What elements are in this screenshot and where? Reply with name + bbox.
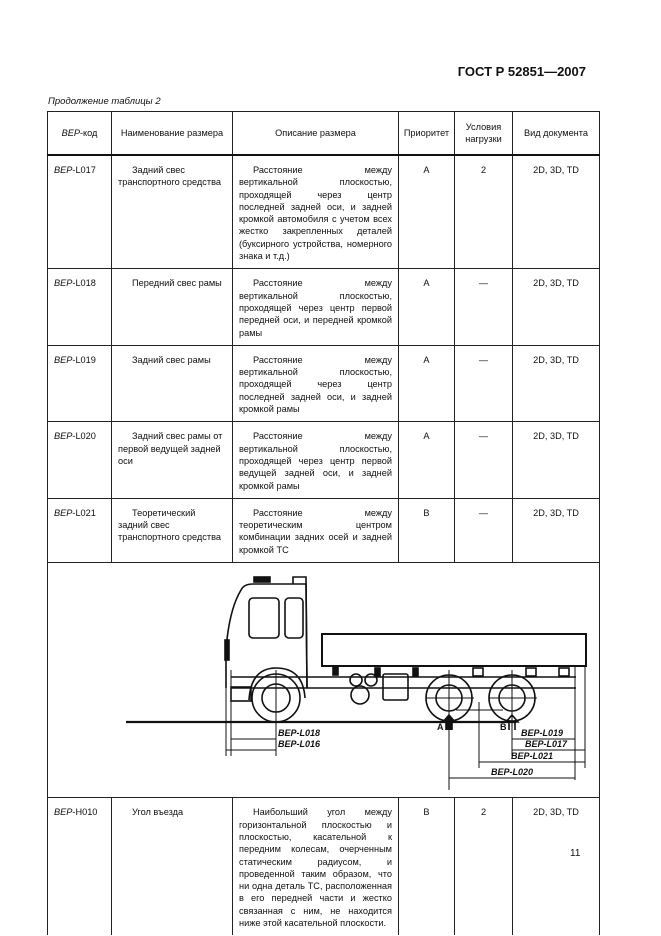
row-code: ВЕР-L021 — [47, 497, 112, 564]
axle-b-arrow — [504, 713, 520, 731]
label-l018: ВЕР-L018 — [278, 728, 320, 738]
table-caption: Продолжение таблицы 2 — [48, 96, 161, 107]
header-desc: Описание размера — [232, 111, 399, 156]
row-doc: 2D, 3D, TD — [512, 497, 600, 564]
header-code: ВЕР-код — [47, 111, 112, 156]
row-code: ВЕР-L017 — [47, 154, 112, 270]
label-l021: ВЕР-L021 — [511, 751, 553, 761]
row-doc: 2D, 3D, TD — [512, 797, 600, 936]
page-number: 11 — [570, 848, 581, 859]
row-load: — — [454, 497, 513, 564]
header-load: Условия нагрузки — [454, 111, 513, 156]
row-desc: Расстояние между вертикальной плоскостью… — [232, 421, 399, 499]
cab — [225, 583, 308, 689]
label-a: A — [437, 722, 444, 732]
table-row-h010: ВЕР-H010 Угол въезда Наибольший угол меж… — [47, 797, 600, 936]
row-desc: Расстояние между вертикальной плоскостью… — [232, 154, 399, 270]
row-code: ВЕР-L020 — [47, 421, 112, 499]
row-code: ВЕР-L018 — [47, 268, 112, 346]
row-code: ВЕР-H010 — [47, 797, 112, 936]
row-load: — — [454, 421, 513, 499]
row-name: Задний свес рамы от первой ведущей задне… — [111, 421, 233, 499]
row-priority: B — [398, 797, 455, 936]
header-name: Наименование размера — [111, 111, 233, 156]
row-doc: 2D, 3D, TD — [512, 268, 600, 346]
row-name: Угол въезда — [111, 797, 233, 936]
row-desc: Расстояние между теоретическим центром к… — [232, 497, 399, 564]
row-doc: 2D, 3D, TD — [512, 344, 600, 423]
table-header-row: ВЕР-код Наименование размера Описание ра… — [47, 111, 600, 156]
row-desc: Расстояние между вертикальной плоскостью… — [232, 344, 399, 423]
row-load: 2 — [454, 797, 513, 936]
figure-row: ВЕР-L018 ВЕР-L016 ВЕР-L019 ВЕР-L017 ВЕР-… — [47, 562, 600, 799]
row-code: ВЕР-L019 — [47, 344, 112, 423]
cargo-body — [321, 633, 587, 668]
row-doc: 2D, 3D, TD — [512, 421, 600, 499]
label-l016: ВЕР-L016 — [278, 739, 321, 749]
row-load: 2 — [454, 154, 513, 270]
row-desc: Расстояние между вертикальной плоскостью… — [232, 268, 399, 346]
truck-diagram: ВЕР-L018 ВЕР-L016 ВЕР-L019 ВЕР-L017 ВЕР-… — [126, 576, 587, 791]
row-name: Теоретический задний свес транспортного … — [111, 497, 233, 564]
row-priority: A — [398, 154, 455, 270]
header-doc: Вид документа — [512, 111, 600, 156]
row-priority: A — [398, 344, 455, 423]
label-l020: ВЕР-L020 — [491, 767, 533, 777]
label-b: B — [500, 722, 507, 732]
dimensions-table: ВЕР-код Наименование размера Описание ра… — [47, 111, 600, 936]
row-load: — — [454, 268, 513, 346]
row-desc: Наибольший угол между горизонтальной пло… — [232, 797, 399, 936]
row-priority: A — [398, 421, 455, 499]
label-l017: ВЕР-L017 — [525, 739, 568, 749]
label-l019: ВЕР-L019 — [521, 728, 563, 738]
standard-number: ГОСТ Р 52851—2007 — [457, 64, 586, 79]
axle-a-arrow — [441, 713, 457, 731]
row-name: Передний свес рамы — [111, 268, 233, 346]
row-priority: A — [398, 268, 455, 346]
row-load: — — [454, 344, 513, 423]
header-priority: Приоритет — [398, 111, 455, 156]
row-name: Задний свес транспортного средства — [111, 154, 233, 270]
row-name: Задний свес рамы — [111, 344, 233, 423]
row-doc: 2D, 3D, TD — [512, 154, 600, 270]
row-priority: B — [398, 497, 455, 564]
